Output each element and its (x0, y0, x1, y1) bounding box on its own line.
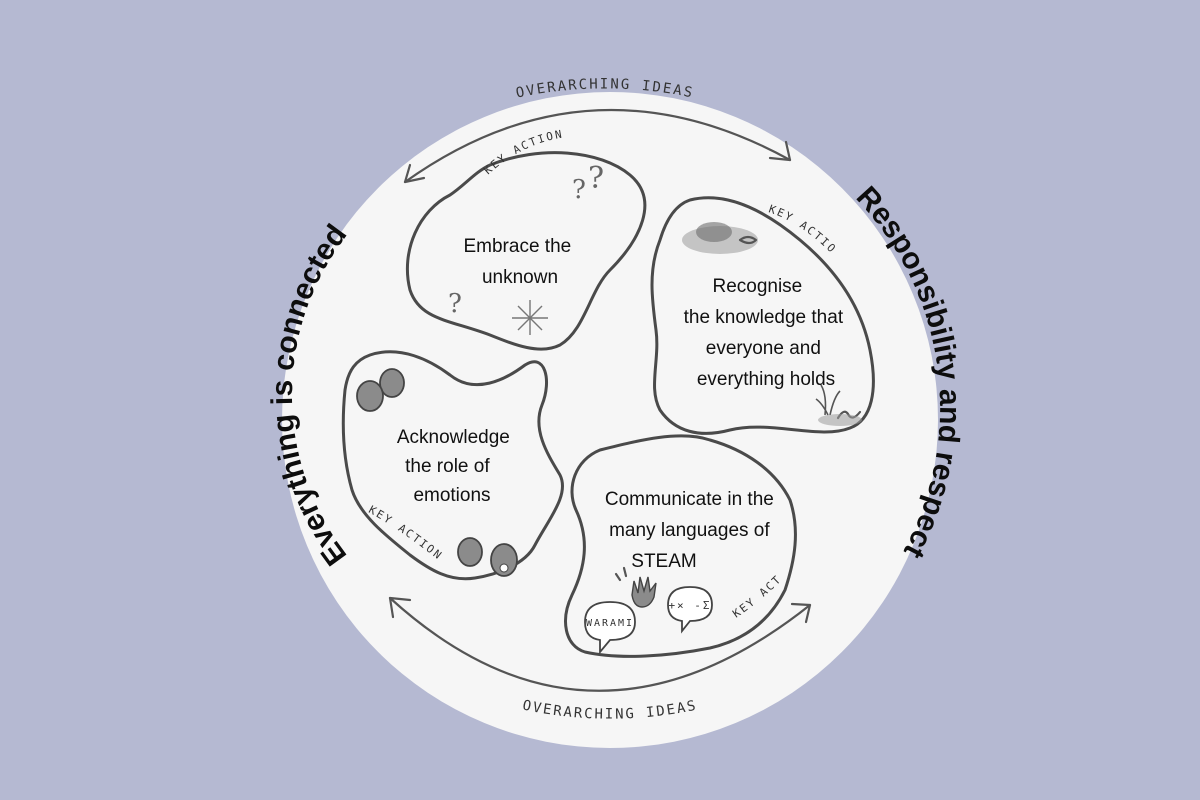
worm-icon (818, 410, 862, 426)
emotion-face-icon (356, 368, 518, 577)
speech-bubble-right-text: +× -Σ (668, 599, 711, 612)
speech-bubble-left-text: WARAMI (586, 618, 634, 629)
svg-text:?: ? (572, 175, 586, 205)
plant-icon (815, 384, 841, 416)
main-circle (282, 92, 938, 748)
cloud-icon (682, 222, 758, 254)
key-action-label-1: Embrace the unknown (463, 236, 576, 288)
speech-bubble-icon: WARAMI +× -Σ (584, 586, 713, 655)
key-action-label-3: Acknowledge the role of emotions (397, 427, 515, 506)
overarching-arrow-bottom (388, 596, 812, 692)
key-action-label-4: Communicate in the many languages of STE… (605, 489, 779, 572)
svg-text:?: ? (448, 289, 462, 319)
svg-text:?: ? (588, 161, 604, 196)
hand-icon (614, 566, 657, 608)
sparkle-icon (512, 300, 548, 335)
question-mark-icon: ? ? ? (448, 161, 604, 319)
overarching-arrow-top (403, 109, 792, 184)
key-action-label-2: Recognise the knowledge that everyone an… (684, 276, 849, 390)
